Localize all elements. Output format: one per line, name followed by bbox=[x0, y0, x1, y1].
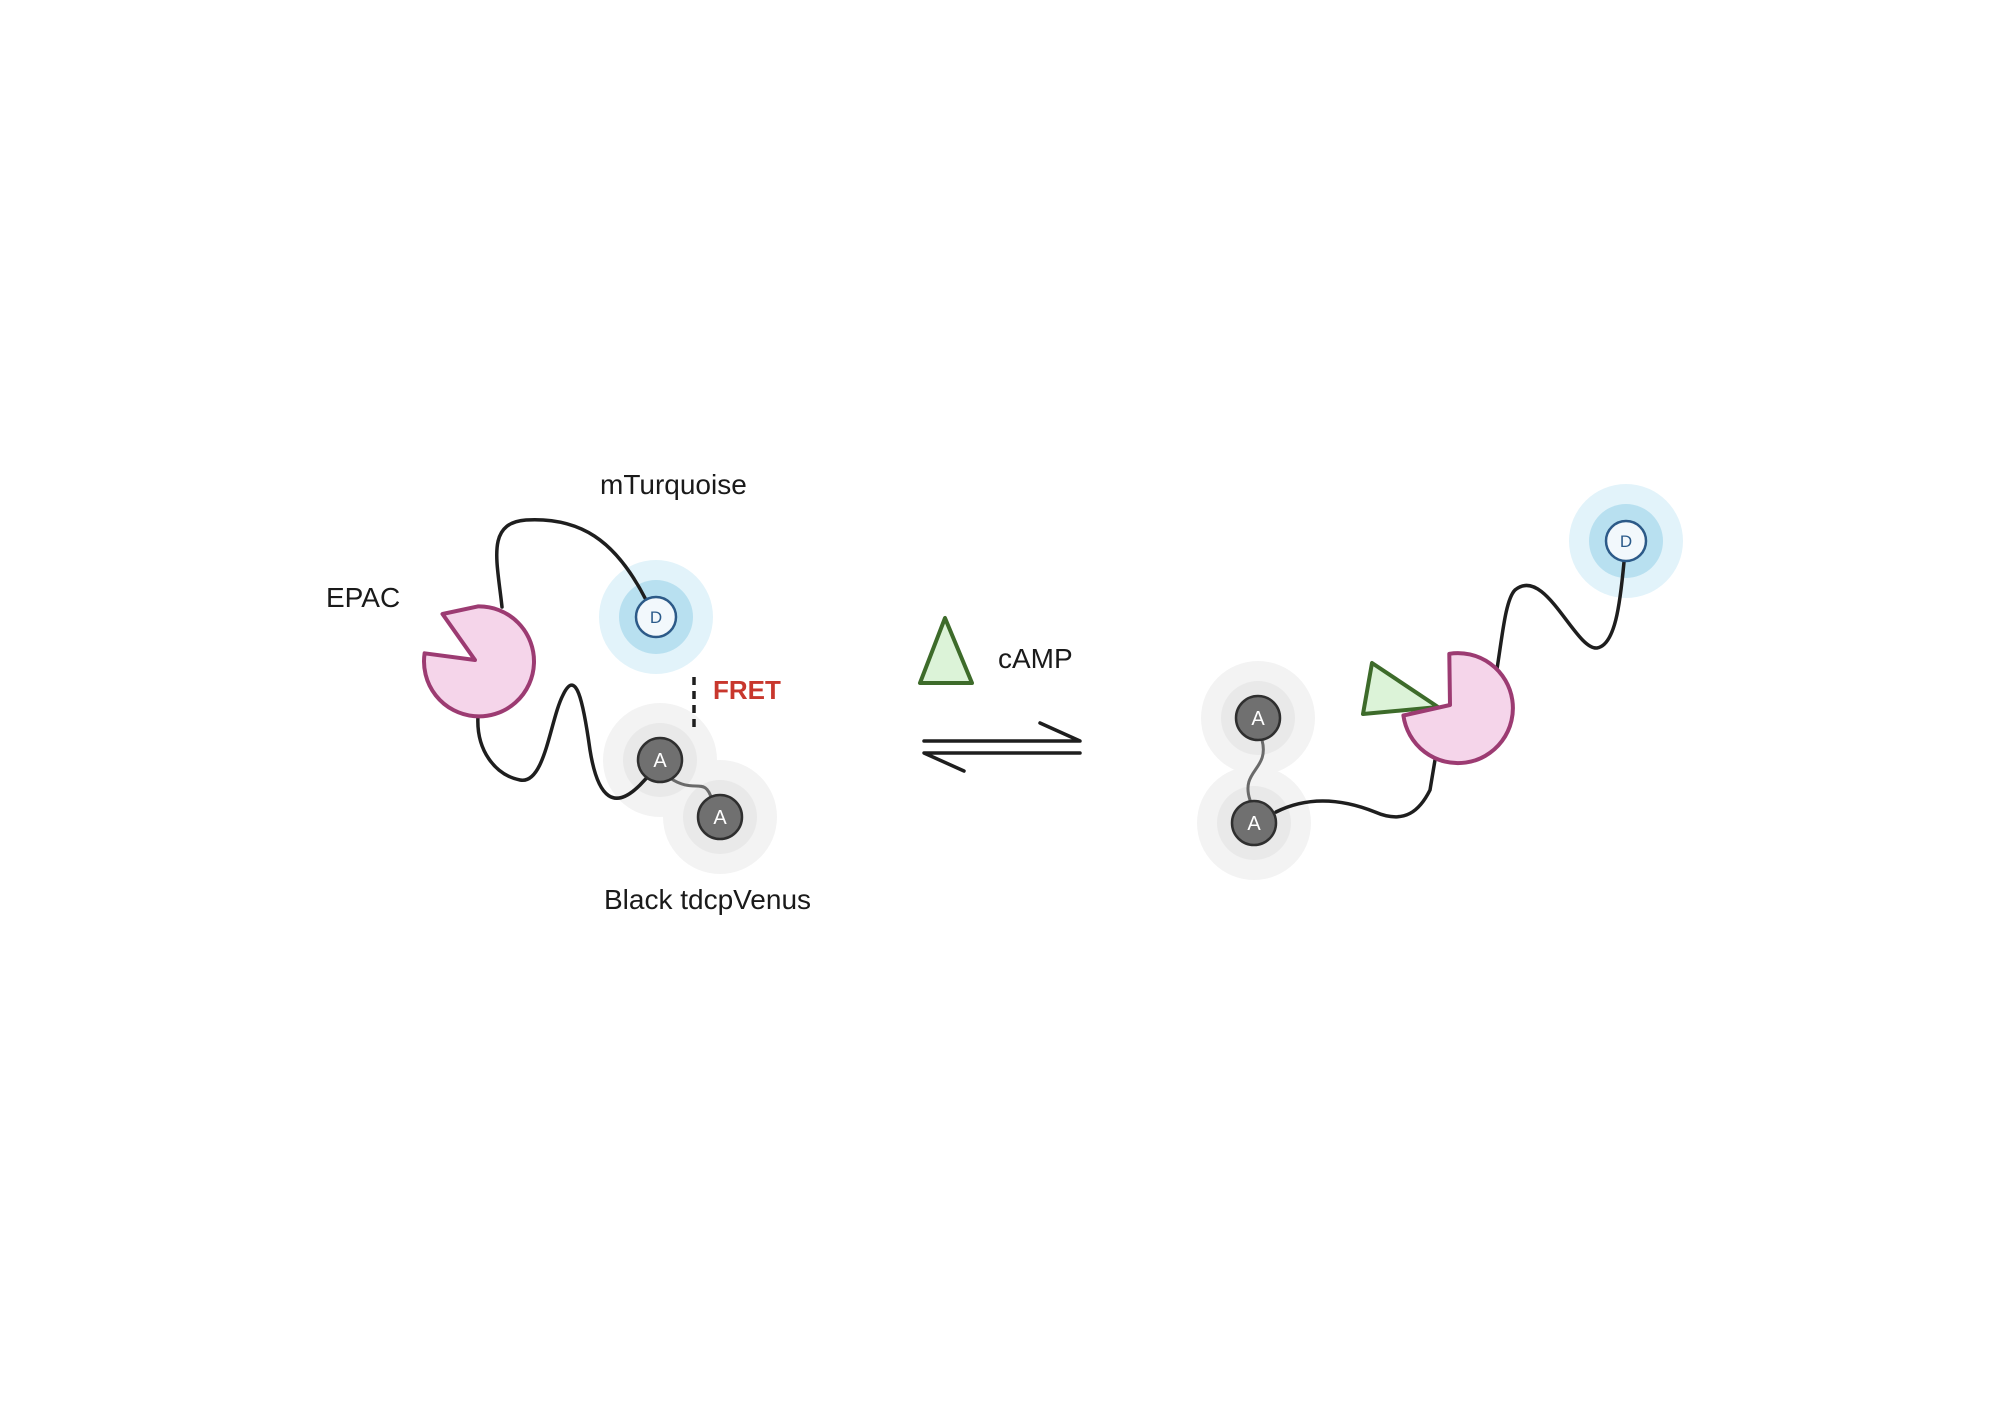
equilibrium-forward-arrow-icon bbox=[922, 721, 1082, 743]
acceptor-letter-right-2: A bbox=[1247, 813, 1261, 835]
acceptor-circle-left-2 bbox=[696, 793, 744, 841]
acceptor-circle-left-1 bbox=[636, 736, 684, 784]
epac-domain-left bbox=[422, 604, 536, 719]
closed-state: D A A mTurquoise EPAC FRET Black tdcpVen… bbox=[326, 469, 811, 915]
linker-epac-to-acceptor-left bbox=[476, 683, 658, 800]
donor-circle-right bbox=[1604, 519, 1648, 563]
label-epac: EPAC bbox=[326, 582, 400, 613]
linker-epac-to-acceptor-right bbox=[1274, 758, 1437, 819]
label-mturquoise: mTurquoise bbox=[600, 469, 747, 500]
label-black-tdcpvenus: Black tdcpVenus bbox=[604, 884, 811, 915]
donor-letter-left: D bbox=[650, 608, 662, 627]
label-fret: FRET bbox=[713, 675, 781, 705]
camp-triangle-icon bbox=[918, 616, 974, 685]
bound-camp-triangle-icon bbox=[1361, 661, 1440, 716]
linker-acceptor-dimer-left bbox=[668, 776, 714, 802]
equilibrium-reverse-arrow-icon bbox=[922, 751, 1082, 773]
epac-domain-right bbox=[1401, 651, 1515, 766]
acceptor-circle-right-1 bbox=[1234, 694, 1282, 742]
donor-circle-left bbox=[634, 595, 678, 639]
acceptor-letter-right-1: A bbox=[1251, 708, 1265, 730]
donor-letter-right: D bbox=[1620, 532, 1632, 551]
linker-epac-to-donor-right bbox=[1494, 560, 1626, 677]
acceptor-circle-right-2 bbox=[1230, 799, 1278, 847]
label-camp: cAMP bbox=[998, 643, 1073, 674]
linker-epac-to-donor-left bbox=[494, 518, 647, 609]
open-state: D A A bbox=[1197, 484, 1683, 880]
acceptor-letter-left-1: A bbox=[653, 750, 667, 772]
linker-acceptor-dimer-right bbox=[1246, 738, 1265, 802]
equilibrium-section: cAMP bbox=[918, 616, 1082, 773]
acceptor-letter-left-2: A bbox=[713, 807, 727, 829]
